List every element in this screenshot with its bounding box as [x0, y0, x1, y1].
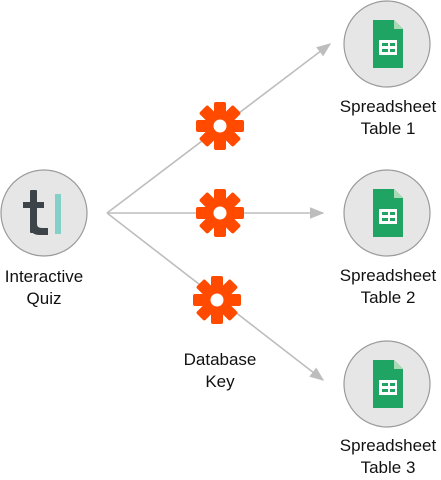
zapier-connectors [193, 102, 244, 324]
source-circle [0, 169, 88, 257]
target-label-2: Spreadsheet Table 2 [336, 265, 440, 309]
target-label-3-line2: Table 3 [360, 458, 416, 477]
target-label-3-line1: Spreadsheet [339, 436, 437, 455]
source-label-line1: Interactive [4, 267, 84, 286]
target-label-2-line2: Table 2 [360, 288, 416, 307]
google-sheets-icon [373, 360, 403, 408]
zapier-asterisk-icon [193, 276, 241, 324]
target-label-1: Spreadsheet Table 1 [336, 96, 440, 140]
target-label-1-line2: Table 1 [360, 119, 416, 138]
source-label-line2: Quiz [26, 289, 62, 308]
target-label-3: Spreadsheet Table 3 [336, 435, 440, 479]
target-label-1-line1: Spreadsheet [339, 97, 437, 116]
database-key-line2: Key [205, 372, 235, 391]
database-key-line1: Database [183, 350, 257, 369]
zapier-asterisk-icon [196, 189, 244, 237]
target-node-3 [343, 340, 431, 428]
google-sheets-icon [373, 20, 403, 68]
database-key-label: Database Key [168, 349, 272, 393]
zapier-asterisk-icon [196, 102, 244, 150]
typeform-t-logo-icon [23, 190, 61, 235]
target-label-2-line1: Spreadsheet [339, 266, 437, 285]
source-node [0, 169, 88, 257]
target-node-1 [343, 0, 431, 88]
target-node-2 [343, 169, 431, 257]
source-label: Interactive Quiz [0, 266, 88, 310]
google-sheets-icon [373, 189, 403, 237]
